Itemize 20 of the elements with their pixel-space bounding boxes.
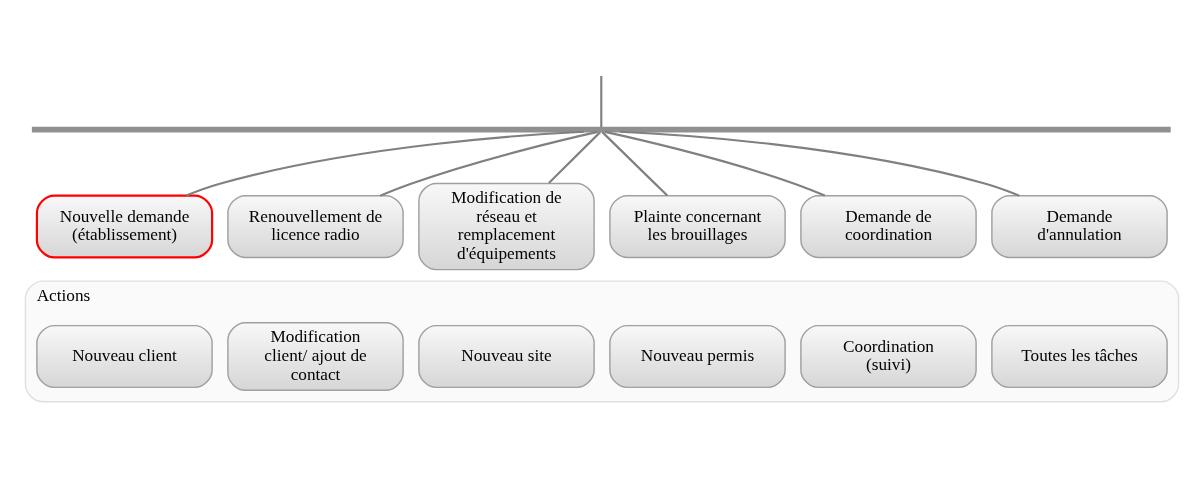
node-box: Demande de coordination xyxy=(800,194,977,259)
connector xyxy=(600,75,603,127)
node-box: Renouvellement de licence radio xyxy=(227,194,404,259)
node-box: Toutes les tâches xyxy=(991,324,1168,389)
node-box: Demande d'annulation xyxy=(991,194,1168,259)
node-box: Nouveau permis xyxy=(609,324,786,389)
connector xyxy=(548,131,601,184)
node-box: Modification de réseau et remplacement d'équipements xyxy=(418,182,595,271)
connector xyxy=(601,131,668,197)
node-box: Nouveau site xyxy=(418,324,595,389)
node-box: Coordination (suivi) xyxy=(800,324,977,389)
node-box: Plainte concernant les brouillages xyxy=(609,194,786,259)
node-box: Modification client/ ajout de contact xyxy=(227,322,404,391)
connector xyxy=(185,130,584,197)
connector xyxy=(619,130,1020,197)
node-bar xyxy=(31,126,1171,133)
node-box: Nouveau client xyxy=(36,324,213,389)
connector xyxy=(379,130,598,197)
connector xyxy=(604,130,826,197)
node-box: Nouvelle demande (établissement) xyxy=(35,194,214,259)
